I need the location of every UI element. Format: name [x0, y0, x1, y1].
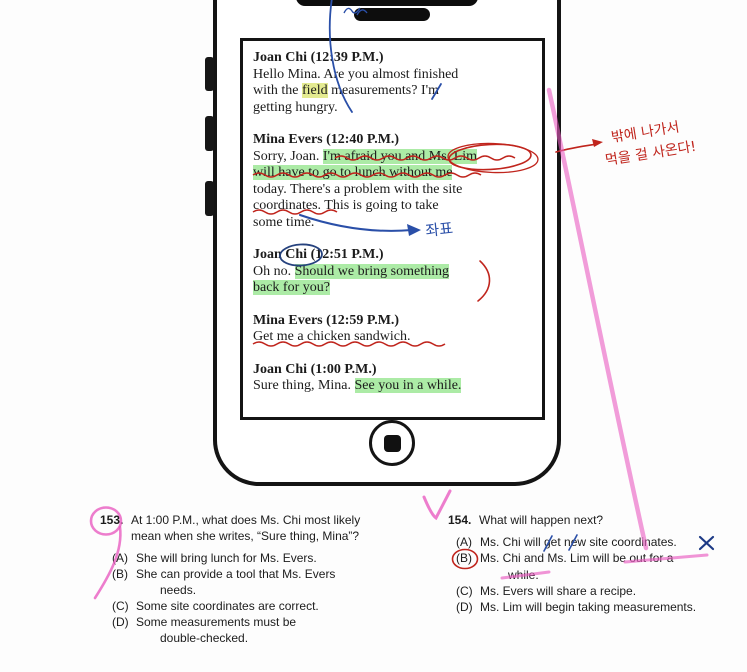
message-5: Joan Chi (1:00 P.M.) Sure thing, Mina. S… [253, 362, 534, 395]
option-label: (D) [112, 615, 129, 629]
message-sender: Joan Chi (12:39 P.M.) [253, 50, 384, 65]
question-153: 153. At 1:00 P.M., what does Ms. Chi mos… [100, 512, 410, 646]
question-text: mean when she writes, “Sure thing, Mina”… [131, 529, 360, 543]
message-line: Sure thing, Mina. See you in a while. [253, 378, 534, 395]
pink-check-mark [422, 489, 452, 521]
option-label: (B) [456, 551, 472, 566]
question-154: 154. What will happen next? (A) Ms. Chi w… [448, 512, 743, 615]
highlighted-text: will have to go to lunch without me [253, 165, 453, 180]
message-line: with the field measurements? I'm [253, 83, 534, 100]
option-text: She will bring lunch for Ms. Evers. [136, 551, 317, 565]
phone-side-button-3 [205, 181, 214, 216]
message-sender: Joan Chi (12:51 P.M.) [253, 247, 384, 262]
message-text: getting hungry. [253, 99, 338, 115]
message-text: Hello Mina. Are you almost finished [253, 66, 459, 82]
question-body: At 1:00 P.M., what does Ms. Chi most lik… [112, 512, 410, 646]
message-line: coordinates. This is going to take [253, 198, 534, 215]
option-label: (C) [456, 583, 473, 598]
option-a: (A) Ms. Chi will get new site coordinates… [456, 534, 743, 550]
option-text: Ms. Lim will begin taking measurements. [480, 600, 697, 615]
option-label: (A) [456, 535, 472, 550]
message-text: Oh no. [253, 263, 295, 279]
red-arrowhead [592, 139, 603, 147]
home-button [369, 420, 415, 466]
home-button-square [383, 434, 401, 452]
option-text-continued: double-checked. [160, 631, 249, 645]
pink-marker-diagonal [546, 87, 649, 551]
option-text: Ms. Chi and Ms. Lim will be out for a [480, 551, 674, 566]
options-list: (A) She will bring lunch for Ms. Evers. (… [112, 550, 410, 646]
question-number: 153. [100, 513, 124, 527]
message-line: Get me a chicken sandwich. [253, 329, 534, 346]
message-line: back for you? [253, 280, 534, 297]
option-c: (C) Some site coordinates are correct. [112, 598, 410, 614]
message-text: with the [253, 83, 302, 98]
message-line: Sorry, Joan. I'm afraid you and Ms. Lim [253, 148, 534, 166]
message-text: Sure thing, Mina. [253, 378, 355, 393]
question-text: What will happen next? [479, 513, 604, 527]
option-text-continued: needs. [160, 583, 197, 597]
option-d: (D) Ms. Lim will begin taking measurement… [456, 599, 743, 615]
red-korean-note-line2: 먹을 걸 사온다! [604, 139, 697, 169]
option-text: Some measurements must be [136, 615, 297, 629]
option-label: (D) [456, 600, 473, 615]
option-label: (A) [112, 551, 128, 565]
option-text-continued: while. [508, 567, 539, 582]
question-text: At 1:00 P.M., what does Ms. Chi most lik… [131, 513, 361, 527]
message-4: Mina Evers (12:59 P.M.) Get me a chicken… [253, 313, 534, 346]
question-number: 154. [448, 513, 472, 527]
phone-side-button-1 [205, 57, 214, 91]
phone-side-button-2 [205, 116, 214, 151]
message-text: Sorry, Joan. [253, 148, 323, 164]
option-a: (A) She will bring lunch for Ms. Evers. [112, 550, 410, 566]
message-text: some time. [253, 214, 315, 230]
option-label: (C) [112, 599, 129, 613]
option-b: (B) Ms. Chi and Ms. Lim will be out for a [456, 550, 743, 566]
message-line: some time. [253, 215, 534, 232]
red-arrow-to-note [555, 143, 598, 153]
message-line: Hello Mina. Are you almost finished [253, 67, 534, 84]
highlighted-text: back for you? [253, 280, 330, 295]
message-sender: Mina Evers (12:40 P.M.) [253, 132, 400, 147]
message-3: Joan Chi (12:51 P.M.) Oh no. Should we b… [253, 247, 534, 297]
option-text: Ms. Evers will share a recipe. [480, 583, 637, 598]
message-line: today. There's a problem with the site [253, 182, 534, 199]
message-1: Joan Chi (12:39 P.M.) Hello Mina. Are yo… [253, 50, 534, 116]
message-text: today. There's a problem with the site [253, 181, 463, 197]
highlighted-text: I'm afraid you and Ms. Lim [322, 148, 478, 164]
phone-screen: Joan Chi (12:39 P.M.) Hello Mina. Are yo… [240, 38, 545, 420]
option-text: She can provide a tool that Ms. Evers [136, 567, 336, 581]
message-line: will have to go to lunch without me [253, 165, 534, 182]
message-text: Get me a chicken sandwich. [253, 329, 411, 344]
option-c: (C) Ms. Evers will share a recipe. [456, 583, 743, 599]
highlighted-text: See you in a while. [354, 378, 462, 393]
question-body: What will happen next? (A) Ms. Chi will g… [456, 512, 743, 615]
message-line: Oh no. Should we bring something [253, 263, 534, 281]
red-korean-note-line1: 밖에 나가서 [610, 119, 681, 146]
highlighted-text: field [302, 83, 328, 98]
option-d: (D) Some measurements must be [112, 614, 410, 630]
options-list: (A) Ms. Chi will get new site coordinates… [456, 534, 743, 615]
option-label: (B) [112, 567, 128, 581]
message-text: coordinates. This is going to take [253, 198, 439, 213]
phone-speaker [354, 8, 430, 21]
option-text: Some site coordinates are correct. [136, 599, 319, 613]
message-text: measurements? I'm [327, 83, 440, 98]
message-sender: Joan Chi (1:00 P.M.) [253, 361, 377, 377]
message-line: getting hungry. [253, 100, 534, 117]
option-b: (B) She can provide a tool that Ms. Evers [112, 566, 410, 582]
message-sender: Mina Evers (12:59 P.M.) [253, 312, 400, 328]
message-2: Mina Evers (12:40 P.M.) Sorry, Joan. I'm… [253, 132, 534, 231]
option-text: Ms. Chi will get new site coordinates. [480, 535, 677, 550]
phone-top-bar [296, 0, 478, 6]
highlighted-text: Should we bring something [294, 263, 450, 279]
